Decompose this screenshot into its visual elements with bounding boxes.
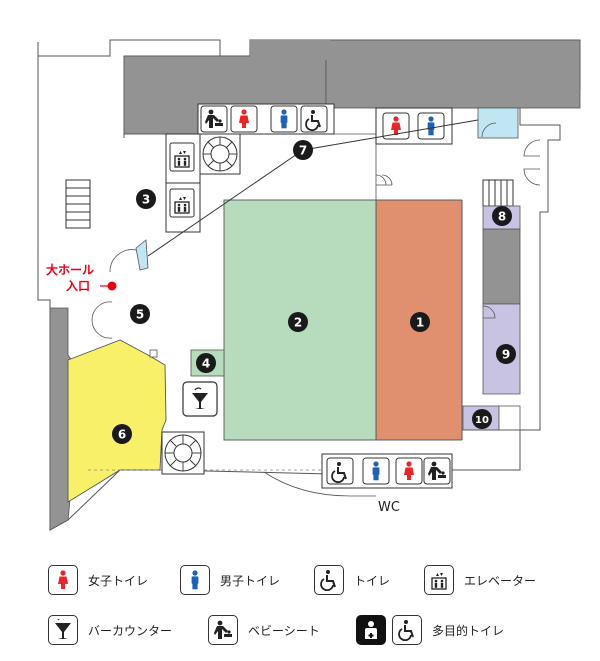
legend-label: バーカウンター [88, 623, 173, 638]
legend-label: トイレ [354, 573, 391, 588]
wheelchair-toilet-icon [326, 457, 354, 485]
male-toilet-icon [362, 457, 390, 485]
wc-label: WC [378, 500, 400, 515]
escalator-top [199, 133, 241, 175]
svg-text:3: 3 [142, 193, 150, 207]
area-1-marker: 1 [410, 312, 430, 332]
area-8-marker: 8 [492, 206, 512, 226]
legend-label: エレベーター [464, 573, 537, 588]
elevator-icon [424, 565, 454, 595]
hall-entrance-label-line2: 入口 [66, 279, 90, 293]
area-4-marker: 4 [196, 353, 216, 373]
legend-toilet: トイレ [314, 562, 390, 598]
stairs-left [65, 179, 91, 229]
legend-bar-counter: バーカウンター [48, 612, 172, 648]
wheelchair-toilet-icon [300, 105, 328, 133]
female-toilet-icon [230, 105, 258, 133]
elevator-icon [169, 142, 195, 172]
svg-text:4: 4 [202, 357, 210, 371]
elevator-icon [169, 188, 195, 218]
svg-text:2: 2 [294, 316, 302, 330]
legend-label: 多目的トイレ [432, 623, 505, 638]
svg-text:8: 8 [498, 210, 506, 224]
hall-entrance-door [135, 239, 149, 271]
area-5-marker: 5 [130, 304, 150, 324]
male-toilet-icon [270, 105, 298, 133]
bar-counter-icon [182, 381, 218, 417]
escalator-bottom [161, 431, 205, 475]
baby-seat-icon [423, 457, 451, 485]
legend-female-toilet: 女子トイレ [48, 562, 148, 598]
legend: 女子トイレ 男子トイレ トイレ エレベーター バーカウンター ベビーシート [48, 562, 568, 652]
legend-multipurpose-toilet: 多目的トイレ [356, 612, 504, 648]
area-10-marker: 10 [472, 409, 492, 429]
svg-text:1: 1 [416, 316, 424, 330]
light-blue-door-area [477, 107, 519, 139]
female-toilet-icon [382, 112, 410, 140]
female-toilet-icon [48, 565, 78, 595]
svg-text:9: 9 [502, 348, 510, 362]
baby-seat-icon [208, 615, 238, 645]
legend-baby-seat: ベビーシート [208, 612, 320, 648]
area-7-marker: 7 [293, 140, 313, 160]
area-2-marker: 2 [288, 312, 308, 332]
gray-block-right [482, 228, 521, 305]
area-6-block [67, 339, 167, 503]
legend-label: 男子トイレ [220, 573, 281, 588]
wheelchair-toilet-icon [314, 565, 344, 595]
area-6-marker: 6 [112, 424, 132, 444]
hall-entrance-marker [107, 281, 117, 291]
wheelchair-toilet-icon [392, 615, 422, 645]
legend-elevator: エレベーター [424, 562, 536, 598]
legend-label: ベビーシート [248, 623, 320, 638]
svg-text:5: 5 [136, 308, 144, 322]
hall-entrance-label-line1: 大ホール [46, 262, 94, 277]
svg-text:6: 6 [118, 428, 126, 442]
area-9-marker: 9 [496, 344, 516, 364]
legend-label: 女子トイレ [88, 573, 149, 588]
svg-text:7: 7 [299, 144, 307, 158]
baby-seat-icon [200, 105, 228, 133]
stairs-right [482, 179, 514, 207]
svg-text:10: 10 [475, 415, 489, 426]
bar-counter-icon [48, 615, 78, 645]
area-3-marker: 3 [136, 189, 156, 209]
floor-map: 大ホール 入口 WC 1 2 3 4 5 6 7 8 9 10 [37, 39, 581, 531]
female-toilet-icon [395, 457, 423, 485]
male-toilet-icon [180, 565, 210, 595]
multipurpose-toilet-icon [356, 615, 386, 645]
legend-male-toilet: 男子トイレ [180, 562, 280, 598]
